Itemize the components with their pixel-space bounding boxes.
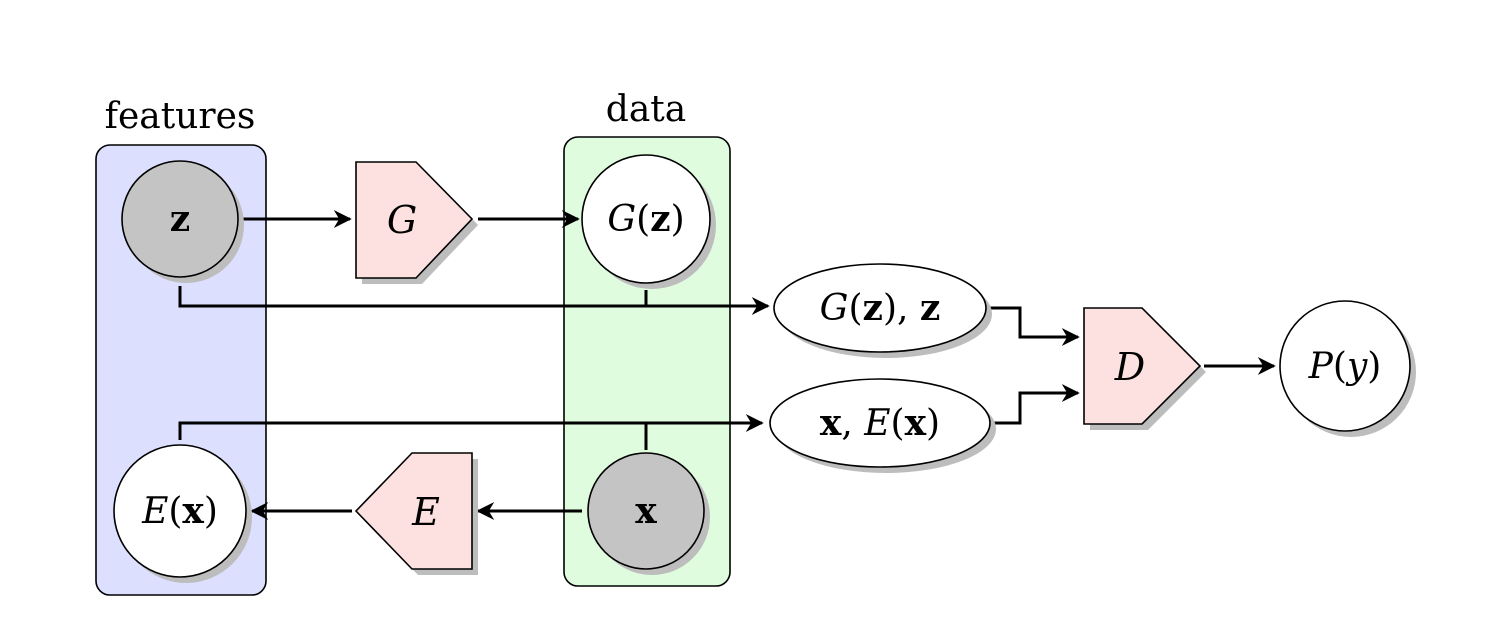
edge-Gz-z-pair-to-D (990, 306, 1080, 346)
node-Gz-label-part: ) (671, 199, 685, 240)
node-Gz-label-part: G (607, 199, 636, 240)
node-Ex-label-part: x (182, 490, 204, 532)
node-D-discriminator: D (1083, 307, 1206, 430)
node-Py-label: P(y) (1308, 346, 1382, 387)
node-x_Ex-label-part: E (863, 403, 890, 444)
node-z: z (121, 160, 244, 283)
node-D-label: D (1114, 345, 1145, 389)
data-label: data (606, 89, 686, 130)
node-Gz-z-pair-label: G(z), z (820, 287, 941, 329)
node-x_Ex-label-part: x (820, 402, 842, 444)
node-E-label: E (411, 490, 440, 534)
node-Gz_z-label-part: z (862, 287, 882, 329)
node-Ex: E(x) (113, 444, 252, 583)
node-Ex-label-part: ) (204, 491, 218, 532)
node-Gz-z-pair: G(z), z (773, 263, 992, 358)
node-Ex-label-part: ( (168, 491, 182, 532)
node-x_Ex-label-part: x (905, 402, 927, 444)
node-E-label-part: E (411, 490, 440, 534)
edge-z-to-Gz-z-pair (178, 286, 770, 315)
node-Py-label-part: P (1308, 346, 1334, 387)
node-E-encoder: E (354, 452, 478, 575)
node-z-label-part: z (170, 198, 190, 240)
node-Ex-label: E(x) (141, 490, 218, 532)
node-Py-label-part: y (1345, 346, 1368, 387)
node-x_Ex-label-part: ( (891, 403, 905, 444)
node-Py: P(y) (1279, 300, 1416, 437)
edge-x-Ex-pair-to-D (994, 384, 1080, 425)
node-x_Ex-label-part: ) (926, 403, 940, 444)
node-G-label-part: G (387, 198, 417, 242)
node-G-label: G (387, 198, 417, 242)
node-Ex-label-part: E (141, 491, 168, 532)
node-x: x (587, 452, 710, 575)
node-Py-label-part: ( (1333, 346, 1347, 387)
node-x-Ex-pair-label: x, E(x) (820, 402, 940, 444)
node-x_Ex-label-part: , (841, 403, 864, 444)
node-Gz-label-part: ( (636, 199, 650, 240)
node-Gz: G(z) (581, 154, 716, 289)
node-Gz_z-label-part: z (920, 287, 940, 329)
node-x-Ex-pair: x, E(x) (769, 378, 996, 473)
node-G-generator: G (355, 161, 478, 284)
node-Gz_z-label-part: G (820, 288, 849, 329)
node-Gz-label: G(z) (607, 198, 684, 240)
node-D-label-part: D (1114, 345, 1145, 389)
edges (178, 210, 1276, 520)
node-Gz_z-label-part: ), (883, 288, 920, 329)
node-x-label: x (635, 490, 657, 532)
node-x-label-part: x (635, 490, 657, 532)
features-label: features (105, 96, 256, 137)
node-Gz_z-label-part: ( (848, 288, 862, 329)
node-Py-label-part: ) (1367, 346, 1381, 387)
node-z-label: z (170, 198, 190, 240)
edge-Ex-to-x-Ex-pair (178, 414, 764, 440)
node-Gz-label-part: z (650, 198, 670, 240)
